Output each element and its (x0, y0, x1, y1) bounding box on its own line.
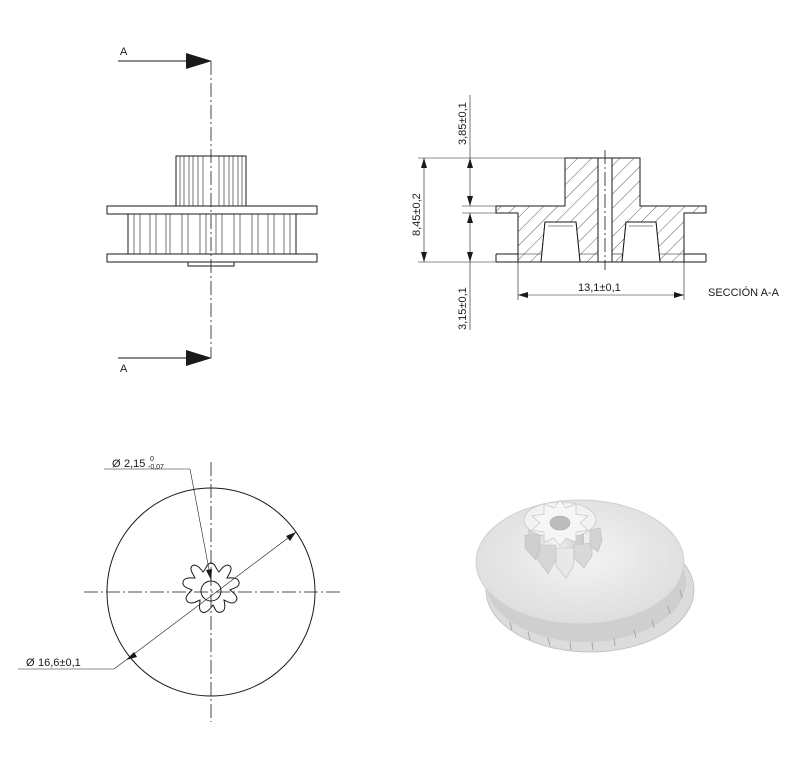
front-bottom-flange (106, 253, 318, 263)
top-view: Ø 2,15 0 -0,07 Ø 16,6±0,1 (18, 456, 342, 722)
front-top-flange (106, 205, 318, 215)
section-marker-bottom: A (120, 363, 128, 375)
outer-diameter-label: 16,6±0,1 (38, 657, 81, 669)
dim-width-label: 13,1±0,1 (578, 282, 621, 294)
dim-width: 13,1±0,1 (517, 262, 685, 300)
dim-top-height: 3,85±0,1 (457, 95, 496, 207)
front-pulley-teeth (127, 213, 297, 255)
render-pinion (523, 499, 603, 579)
dim-bore-diameter: Ø 2,15 0 -0,07 (104, 456, 212, 581)
section-arrow-top: A (118, 46, 212, 69)
bore-diameter-symbol: Ø (112, 458, 121, 470)
pinion-gear-outline (182, 562, 240, 613)
front-bottom-boss (187, 261, 235, 267)
bore-tol-upper: 0 (150, 456, 154, 463)
section-view: 8,45±0,2 3,85±0,1 3,15±0,1 13,1±0,1 S (411, 95, 780, 330)
bore-diameter-label: 2,15 (124, 458, 145, 470)
dim-top-height-label: 3,85±0,1 (457, 102, 469, 145)
section-left-cavity (540, 221, 581, 263)
dim-bottom-height: 3,15±0,1 (457, 212, 496, 330)
section-arrow-bottom: A (118, 350, 212, 375)
dim-total-height: 8,45±0,2 (411, 157, 565, 263)
section-marker-top: A (120, 46, 128, 58)
section-title: SECCIÓN A-A (708, 286, 780, 299)
bore-tol-lower: -0,07 (148, 464, 164, 471)
dim-outer-diameter: Ø 16,6±0,1 (18, 531, 297, 670)
dim-bottom-height-label: 3,15±0,1 (457, 287, 469, 330)
section-right-cavity (621, 221, 661, 263)
outer-diameter-symbol: Ø (26, 657, 35, 669)
front-view: A A (106, 46, 318, 375)
isometric-render (475, 499, 695, 653)
front-pinion (175, 155, 247, 207)
bore-circle (200, 580, 222, 602)
dim-total-height-label: 8,45±0,2 (411, 193, 423, 236)
